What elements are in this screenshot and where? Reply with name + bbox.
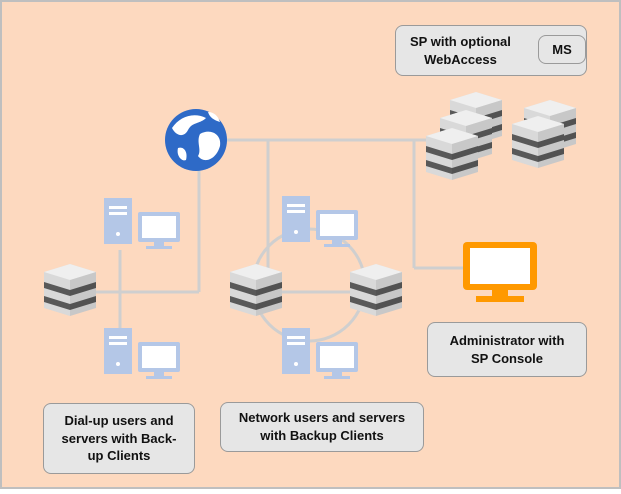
sp-label-line2: WebAccess xyxy=(424,51,497,67)
admin-label-line1: Administrator with xyxy=(449,332,565,348)
ms-label: MS xyxy=(552,41,572,57)
admin-label-line2: SP Console xyxy=(470,350,543,366)
dialup-label-line1: Dial-up users and xyxy=(64,413,174,429)
server-stack-icon xyxy=(512,116,564,168)
ms-label-box: MS xyxy=(538,35,586,64)
sp-label-line1: SP with optional xyxy=(410,33,511,49)
admin-label-box: Administrator with SP Console xyxy=(427,322,587,377)
network-label-line1: Network users and servers xyxy=(238,410,406,426)
dialup-server-icon xyxy=(44,264,96,316)
network-server-icon xyxy=(230,264,282,316)
network-server-icon xyxy=(350,264,402,316)
monitor-icon xyxy=(463,242,537,302)
dialup-label-box: Dial-up users and servers with Back- up … xyxy=(43,403,195,474)
server-stack-icon xyxy=(426,128,478,180)
dialup-label-line3: up Clients xyxy=(87,448,151,464)
globe-icon xyxy=(165,109,227,171)
network-label-line2: with Backup Clients xyxy=(260,428,384,443)
network-label-box: Network users and servers with Backup Cl… xyxy=(220,402,424,452)
dialup-label-line2: servers with Back- xyxy=(61,430,177,446)
